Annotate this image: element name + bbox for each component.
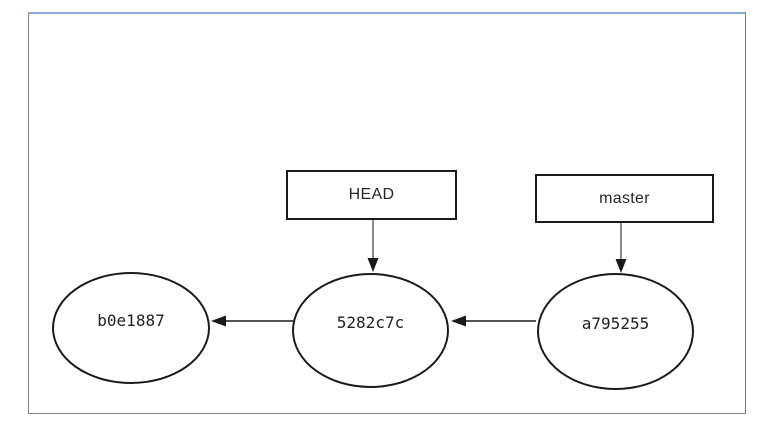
branch-box-head: HEAD bbox=[286, 170, 457, 220]
branch-label-head: HEAD bbox=[348, 186, 395, 203]
branch-label-master: master bbox=[599, 189, 650, 207]
commit-node-a795255: a795255 bbox=[537, 273, 694, 390]
commit-hash-label: b0e1887 bbox=[97, 310, 165, 330]
commit-hash-label: a795255 bbox=[581, 314, 650, 333]
commit-hash-label: 5282c7c bbox=[336, 313, 405, 332]
commit-node-5282c7c: 5282c7c bbox=[292, 273, 449, 388]
branch-box-master: master bbox=[535, 174, 714, 223]
commit-node-b0e1887: b0e1887 bbox=[52, 272, 210, 384]
